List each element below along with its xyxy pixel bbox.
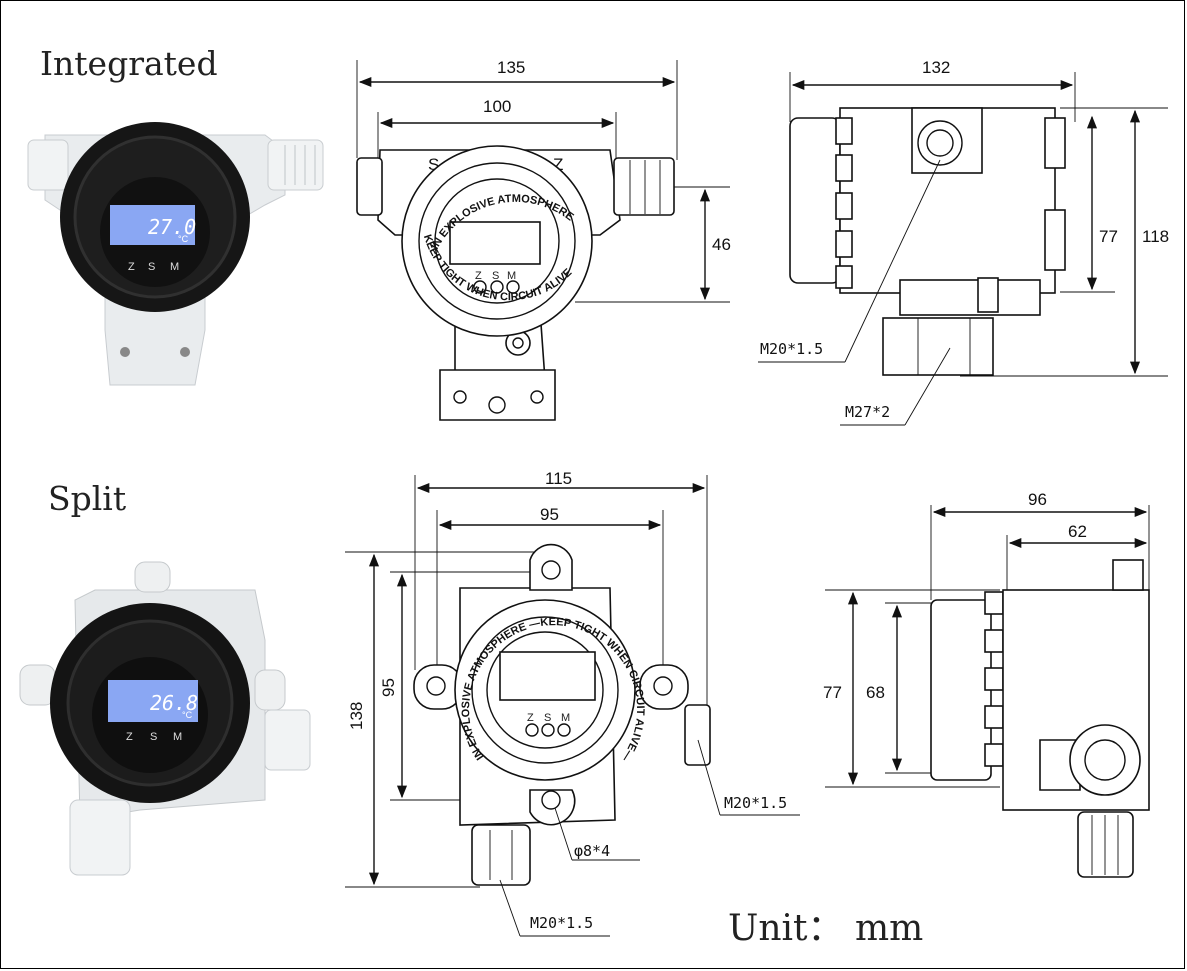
split-lcd-screen (108, 680, 198, 722)
unit-label: Unit： mm (728, 908, 923, 949)
split-photo-key-z: Z (126, 731, 133, 743)
dim-label-int-side-77: 77 (1099, 227, 1118, 246)
integrated-photo-key-s: S (148, 261, 155, 273)
integrated-lcd-reading: 27.0 (148, 215, 196, 239)
integrated-photo: 27.0 °C Z S M (27, 122, 324, 386)
dim-label-split-front-138: 138 (347, 702, 366, 730)
split-photo-key-m: M (173, 731, 182, 743)
dim-label-int-front-135: 135 (497, 58, 525, 77)
label-split-side-thread: M20*1.5 (724, 794, 787, 812)
split-front-key-m: M (561, 712, 570, 724)
integrated-lcd-unit: °C (178, 234, 189, 244)
int-front-key-m: M (507, 270, 516, 282)
integrated-front-view: 135 100 46 S Z IN EXPLOSIVE ATMOSPHERE K… (356, 58, 731, 421)
dim-label-int-side-118: 118 (1142, 227, 1169, 246)
dim-label-split-side-77: 77 (823, 683, 842, 702)
dim-label-split-side-68: 68 (866, 683, 885, 702)
integrated-photo-key-z: Z (128, 261, 135, 273)
split-photo: 26.8 °C Z S M (19, 561, 311, 876)
int-front-letter-z: Z (553, 155, 563, 174)
integrated-photo-key-m: M (170, 261, 179, 273)
dim-label-split-front-95h: 95 (540, 505, 559, 524)
dim-label-split-side-96: 96 (1028, 490, 1047, 509)
dim-label-split-side-62: 62 (1068, 522, 1087, 541)
dim-label-split-front-115: 115 (545, 469, 572, 488)
split-lcd-reading: 26.8 (150, 691, 198, 715)
split-photo-key-s: S (150, 731, 157, 743)
label-int-side-thread-m27: M27*2 (845, 403, 890, 421)
split-side-view: 96 62 77 68 (823, 490, 1150, 878)
int-front-letter-s: S (428, 155, 439, 174)
int-front-key-z: Z (475, 270, 482, 282)
dim-label-int-front-100: 100 (483, 97, 511, 116)
split-front-key-s: S (544, 712, 551, 724)
dim-label-int-side-132: 132 (922, 58, 950, 77)
label-split-hole: φ8*4 (574, 842, 610, 860)
integrated-lcd-screen (110, 205, 195, 245)
split-lcd-unit: °C (182, 710, 193, 720)
label-split-bottom-thread: M20*1.5 (530, 914, 593, 932)
dim-label-split-front-95v: 95 (379, 678, 398, 697)
section-title-split: Split (48, 479, 126, 518)
section-title-integrated: Integrated (40, 44, 218, 83)
integrated-side-view: 132 77 118 M20*1.5 M27*2 (758, 58, 1169, 426)
split-front-view: 115 95 138 95 IN EXPLOSIVE ATMOSPHERE —K… (345, 469, 800, 937)
split-front-key-z: Z (527, 712, 534, 724)
dim-label-int-front-46: 46 (712, 235, 731, 254)
label-int-side-thread-m20: M20*1.5 (760, 340, 823, 358)
int-front-key-s: S (492, 270, 499, 282)
